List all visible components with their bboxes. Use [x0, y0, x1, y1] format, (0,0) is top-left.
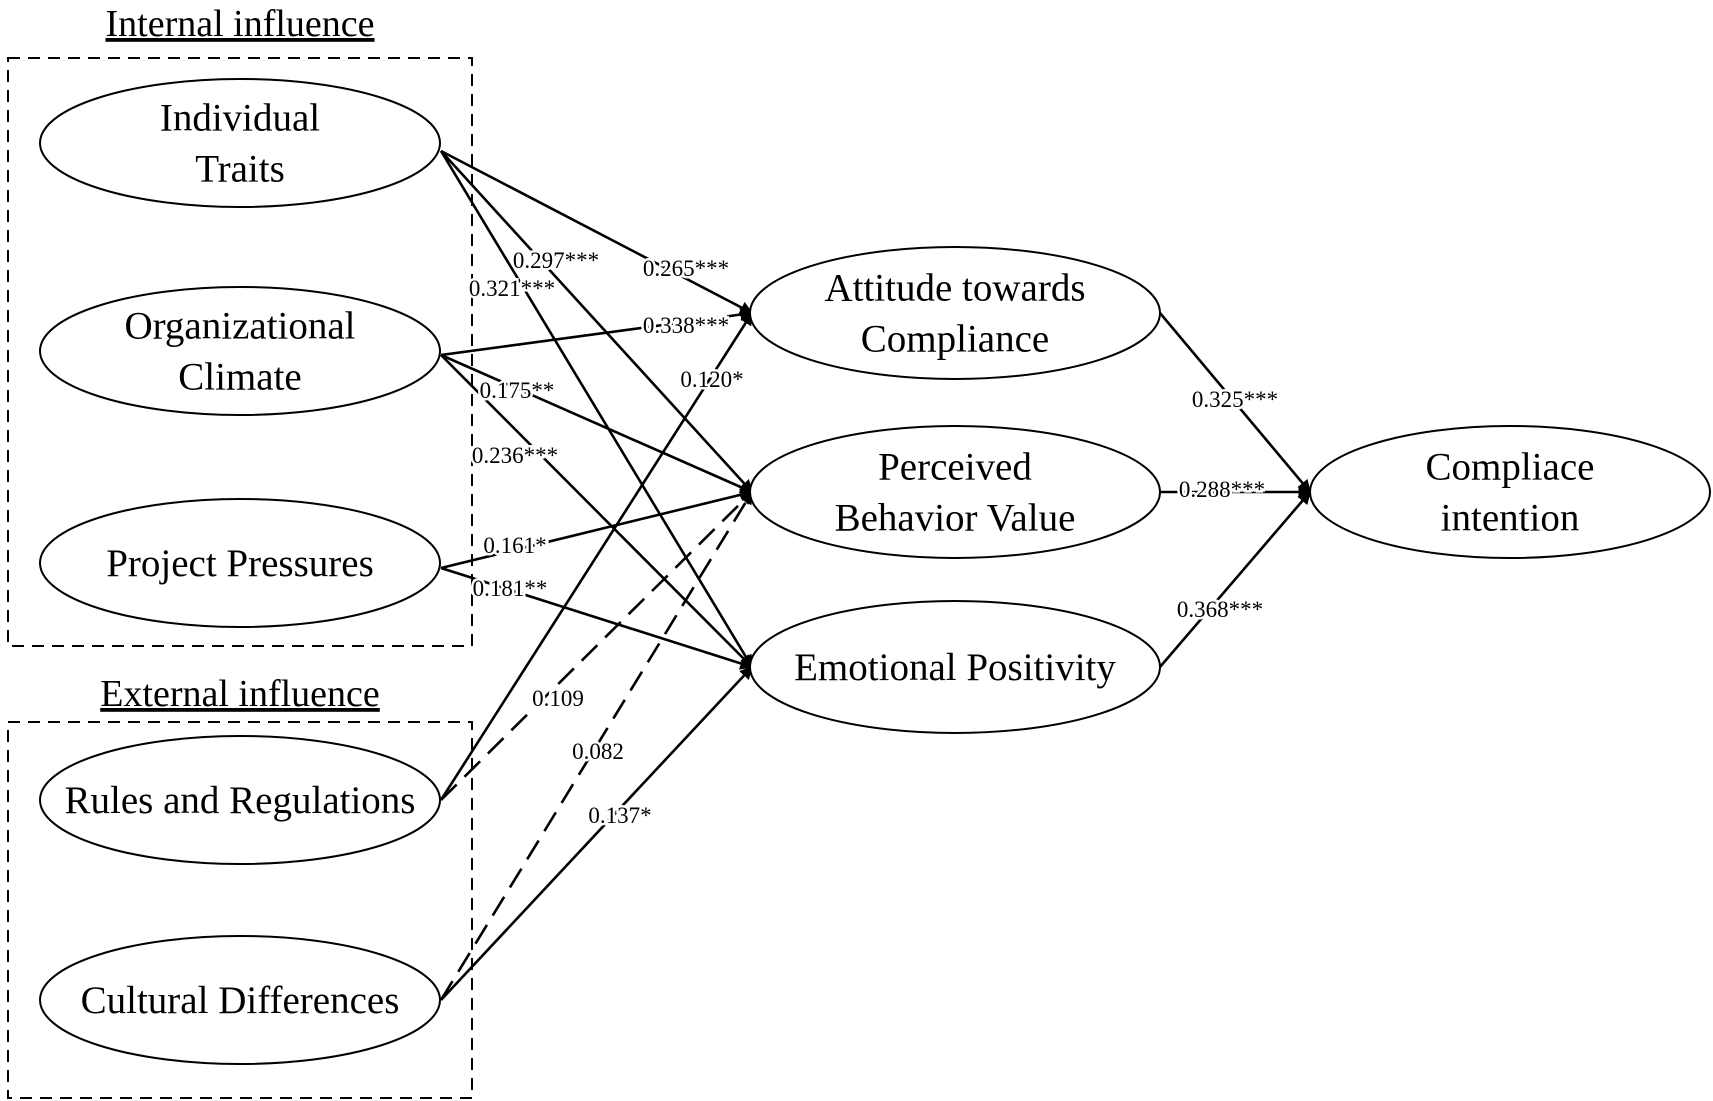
node-ellipse	[749, 246, 1161, 380]
path-coefficient-label: 0.175**	[480, 378, 555, 403]
external-influence-title: External influence	[100, 673, 380, 715]
node-label-line: Climate	[178, 356, 301, 399]
node-ellipse	[749, 425, 1161, 559]
node-compliance-intention: Compliace intention	[1309, 425, 1711, 559]
path-coefficient-label: 0.082	[572, 739, 624, 764]
edge-organizational-climate-to-perceived-value	[440, 353, 754, 494]
path-coefficient-label: 0.109	[532, 686, 584, 711]
path-coefficient-label: 0.161*	[483, 533, 546, 558]
node-project-pressures: Project Pressures	[39, 498, 441, 628]
edge-individual-traits-to-attitude	[440, 149, 754, 315]
path-coefficient-label: 0.120*	[680, 367, 743, 392]
node-label-line: Rules and Regulations	[65, 779, 416, 822]
node-label-line: Project Pressures	[106, 542, 374, 585]
path-coefficient-label: 0.338***	[643, 313, 729, 338]
node-label-line: Behavior Value	[835, 497, 1076, 540]
path-coefficient-label: 0.288***	[1179, 477, 1265, 502]
node-rules-regulations: Rules and Regulations	[39, 735, 441, 865]
edge-project-pressures-to-perceived-value	[440, 488, 754, 570]
node-ellipse	[39, 735, 441, 865]
node-label-line: Compliance	[861, 318, 1049, 361]
edge-rules-regulations-to-perceived-value	[440, 491, 753, 801]
node-ellipse	[749, 600, 1161, 734]
internal-influence-title: Internal influence	[105, 3, 374, 45]
edge-organizational-climate-to-emotional-positivity	[440, 354, 753, 668]
nodes-layer: IndividualTraitsOrganizationalClimatePro…	[39, 78, 1711, 1065]
node-label-line: Organizational	[124, 305, 355, 348]
node-emotional-positivity: Emotional Positivity	[749, 600, 1161, 734]
edge-project-pressures-to-emotional-positivity	[440, 566, 754, 670]
node-label-line: Perceived	[878, 446, 1032, 489]
path-coefficient-label: 0.137*	[588, 803, 651, 828]
node-label-line: Cultural Differences	[81, 979, 400, 1022]
path-coefficient-label: 0.265***	[643, 256, 729, 281]
edge-emotional-positivity-to-compliance-intention	[1159, 491, 1311, 668]
edge-cultural-differences-to-perceived-value	[439, 490, 754, 1001]
edge-cultural-differences-to-emotional-positivity	[440, 666, 753, 1001]
edges-layer	[439, 149, 1312, 1001]
path-coefficient-label: 0.181**	[473, 576, 548, 601]
node-ellipse	[39, 78, 441, 208]
edge-organizational-climate-to-attitude	[440, 308, 754, 357]
node-ellipse	[1309, 425, 1711, 559]
node-label-line: Traits	[195, 148, 285, 191]
labels-layer: 0.265*** 0.297*** 0.321*** 0.338*** 0.175** 0…	[466, 246, 1280, 831]
node-label-line: Emotional Positivity	[794, 646, 1116, 689]
internal-influence-box	[7, 57, 473, 647]
path-coefficient-label: 0.368***	[1177, 597, 1263, 622]
edge-attitude-to-compliance-intention	[1159, 312, 1311, 493]
external-influence-box	[7, 721, 473, 1099]
path-coefficient-label: 0.297***	[513, 248, 599, 273]
node-label-line: Compliace	[1426, 446, 1595, 489]
node-label-line: intention	[1441, 497, 1580, 540]
edge-rules-regulations-to-attitude	[439, 311, 754, 801]
node-ellipse	[39, 286, 441, 416]
node-ellipse	[39, 498, 441, 628]
path-coefficient-label: 0.325***	[1192, 387, 1278, 412]
node-ellipse	[39, 935, 441, 1065]
node-label-line: Individual	[160, 97, 320, 140]
node-cultural-differences: Cultural Differences	[39, 935, 441, 1065]
node-label-line: Attitude towards	[824, 267, 1085, 310]
path-coefficient-label: 0.236***	[472, 443, 558, 468]
path-coefficient-label: 0.321***	[469, 276, 555, 301]
edge-individual-traits-to-emotional-positivity	[439, 150, 754, 669]
edge-individual-traits-to-perceived-value	[440, 150, 753, 493]
